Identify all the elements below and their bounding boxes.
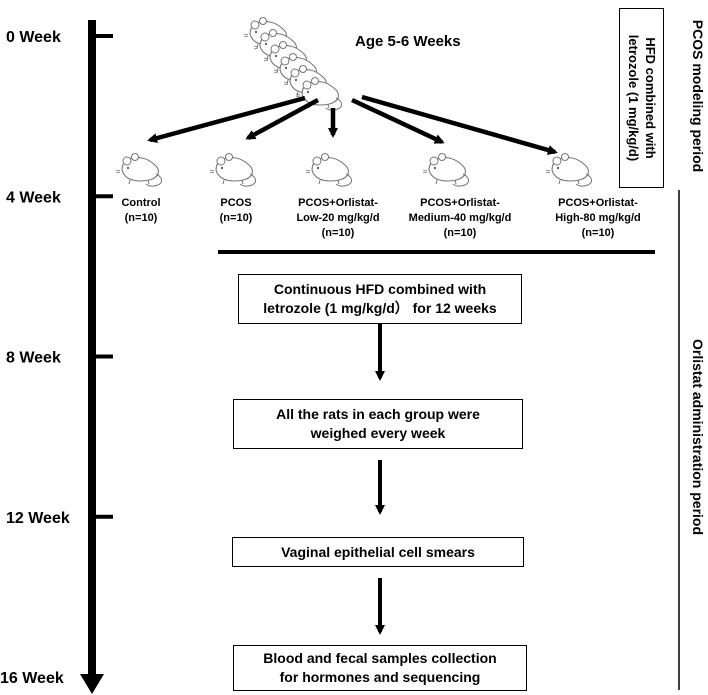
timeline-arrowhead: [80, 674, 104, 694]
step-vaginal-smears: Vaginal epithelial cell smears: [232, 537, 524, 567]
modeling-protocol-text: HFD combined with letrozole (1 mg/kg/d): [626, 34, 658, 162]
group-label: Control(n=10): [121, 197, 160, 224]
step-continuous-hfd: Continuous HFD combined with letrozole (…: [238, 274, 522, 324]
age-label: Age 5-6 Weeks: [355, 33, 461, 50]
week-label: 16 Week: [0, 670, 64, 687]
administration-period-label: Orlistat administration period: [690, 338, 706, 536]
group-label: PCOS+Orlistat-Low-20 mg/kg/d(n=10): [296, 197, 379, 239]
branch-arrows: [147, 94, 558, 155]
week-label: 4 Week: [6, 189, 61, 206]
modeling-period-label: PCOS modeling period: [690, 19, 706, 173]
group-rats: [115, 152, 593, 187]
group-label: PCOS+Orlistat-Medium-40 mg/kg/d(n=10): [409, 197, 512, 239]
step-sample-collection: Blood and fecal samples collection for h…: [233, 645, 527, 691]
step-weighing: All the rats in each group were weighed …: [233, 399, 523, 449]
group-labels: Control(n=10) PCOS(n=10) PCOS+Orlistat-Low…: [121, 197, 640, 239]
week-label: 12 Week: [6, 510, 70, 527]
week-label: 0 Week: [6, 29, 61, 46]
rat-stack: [243, 16, 343, 111]
group-label: PCOS(n=10): [220, 197, 253, 224]
group-label: PCOS+Orlistat-High-80 mg/kg/d(n=10): [555, 197, 641, 239]
modeling-protocol-box: [619, 8, 664, 188]
week-label: 8 Week: [6, 350, 61, 367]
